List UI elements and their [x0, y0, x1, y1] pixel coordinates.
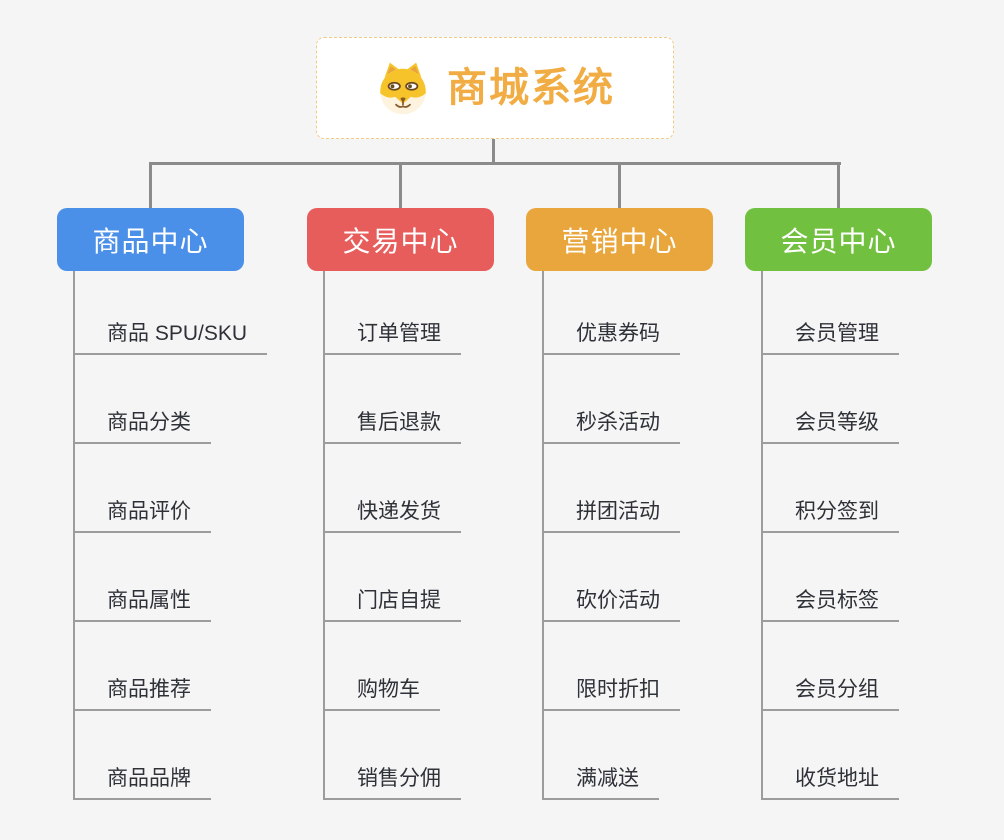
branch-connector-line — [542, 271, 544, 800]
mindmap-item[interactable]: 销售分佣 — [323, 711, 461, 800]
connector-root-vertical — [492, 138, 495, 164]
branch-item-list: 订单管理 售后退款 快递发货 门店自提 购物车 销售分佣 — [323, 266, 461, 800]
mindmap-item[interactable]: 商品品牌 — [73, 711, 211, 800]
branch-item-list: 优惠券码 秒杀活动 拼团活动 砍价活动 限时折扣 满减送 — [542, 266, 680, 800]
dog-face-icon — [380, 62, 426, 115]
branch-trade: 交易中心 订单管理 售后退款 快递发货 门店自提 购物车 销售分佣 — [307, 208, 552, 818]
branch-connector-line — [323, 271, 325, 800]
branch-members: 会员中心 会员管理 会员等级 积分签到 会员标签 会员分组 收货地址 — [745, 208, 990, 818]
mindmap-item[interactable]: 售后退款 — [323, 355, 461, 444]
branch-header-marketing[interactable]: 营销中心 — [526, 208, 713, 271]
branch-header-label: 营销中心 — [561, 225, 678, 257]
mindmap-item[interactable]: 快递发货 — [323, 444, 461, 533]
mindmap-item[interactable]: 购物车 — [323, 622, 440, 711]
mindmap-item[interactable]: 商品分类 — [73, 355, 211, 444]
branch-item-list: 会员管理 会员等级 积分签到 会员标签 会员分组 收货地址 — [761, 266, 899, 800]
connector-stub-trade — [399, 162, 402, 209]
branch-header-label: 交易中心 — [342, 225, 459, 257]
mindmap-item[interactable]: 会员等级 — [761, 355, 899, 444]
mindmap-item[interactable]: 收货地址 — [761, 711, 899, 800]
branch-connector-line — [73, 271, 75, 800]
mindmap-item[interactable]: 商品推荐 — [73, 622, 211, 711]
mindmap-item[interactable]: 门店自提 — [323, 533, 461, 622]
mindmap-item[interactable]: 优惠券码 — [542, 266, 680, 355]
mindmap-item[interactable]: 商品评价 — [73, 444, 211, 533]
branch-products: 商品中心 商品 SPU/SKU 商品分类 商品评价 商品属性 商品推荐 商品品牌 — [57, 208, 302, 818]
root-node[interactable]: 商城系统 — [316, 37, 674, 139]
mindmap-item[interactable]: 满减送 — [542, 711, 659, 800]
mindmap-item[interactable]: 砍价活动 — [542, 533, 680, 622]
connector-stub-marketing — [618, 162, 621, 209]
mindmap-item[interactable]: 秒杀活动 — [542, 355, 680, 444]
connector-stub-products — [149, 162, 152, 209]
branch-connector-line — [761, 271, 763, 800]
branch-header-trade[interactable]: 交易中心 — [307, 208, 494, 271]
mindmap-item[interactable]: 会员标签 — [761, 533, 899, 622]
branch-header-label: 会员中心 — [780, 225, 897, 257]
branch-header-members[interactable]: 会员中心 — [745, 208, 932, 271]
mindmap-item[interactable]: 订单管理 — [323, 266, 461, 355]
mindmap-item[interactable]: 商品 SPU/SKU — [73, 266, 268, 355]
connector-horizontal — [149, 162, 841, 165]
mindmap-item[interactable]: 限时折扣 — [542, 622, 680, 711]
branch-header-products[interactable]: 商品中心 — [57, 208, 244, 271]
mindmap-item[interactable]: 积分签到 — [761, 444, 899, 533]
mindmap-item[interactable]: 商品属性 — [73, 533, 211, 622]
branch-marketing: 营销中心 优惠券码 秒杀活动 拼团活动 砍价活动 限时折扣 满减送 — [526, 208, 771, 818]
mindmap-item[interactable]: 会员管理 — [761, 266, 899, 355]
root-node-title: 商城系统 — [447, 66, 615, 110]
mindmap-item[interactable]: 拼团活动 — [542, 444, 680, 533]
branch-header-label: 商品中心 — [92, 225, 209, 257]
connector-stub-members — [837, 162, 840, 209]
mindmap-item[interactable]: 会员分组 — [761, 622, 899, 711]
branch-item-list: 商品 SPU/SKU 商品分类 商品评价 商品属性 商品推荐 商品品牌 — [73, 266, 268, 800]
